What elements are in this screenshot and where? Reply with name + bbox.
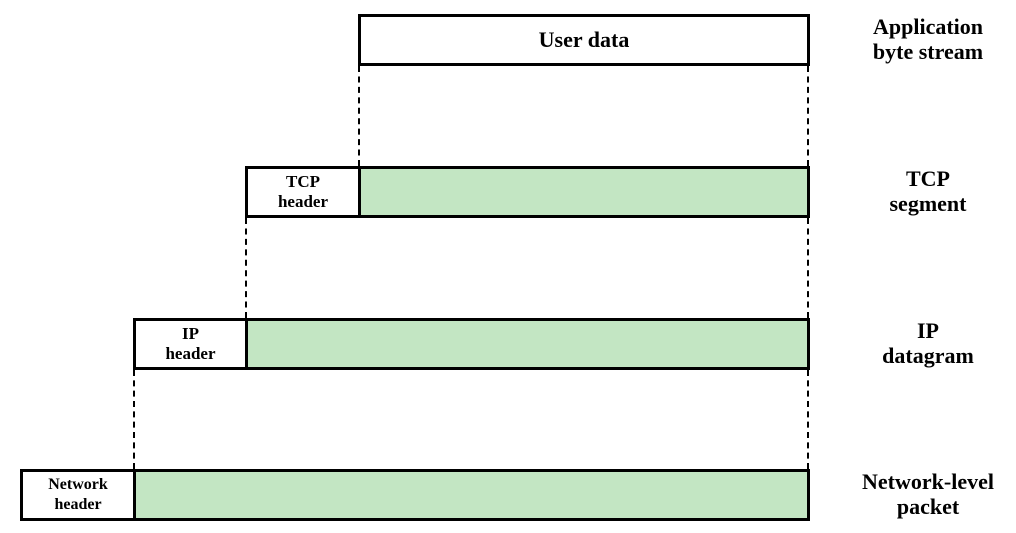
dashed-connector xyxy=(133,370,135,469)
tcp-header-box: TCP header xyxy=(245,166,361,218)
user-data-box: User data xyxy=(358,14,810,66)
network-label-line2: packet xyxy=(896,494,960,519)
dashed-connector xyxy=(807,370,809,469)
dashed-connector xyxy=(807,66,809,166)
ip-label-line1: IP xyxy=(917,318,939,343)
application-label-line2: byte stream xyxy=(872,39,984,64)
tcp-header-line2: header xyxy=(277,192,329,211)
tcp-header-line1: TCP xyxy=(286,172,320,191)
ip-header-line2: header xyxy=(165,344,216,363)
ip-header-line1: IP xyxy=(182,324,199,343)
tcp-label-line2: segment xyxy=(889,191,967,216)
ip-label-line2: datagram xyxy=(882,343,974,368)
network-header-line2: header xyxy=(54,496,102,513)
application-byte-stream-label: Application byte stream xyxy=(840,14,1016,64)
tcp-payload-box xyxy=(358,166,810,218)
ip-header-box: IP header xyxy=(133,318,248,370)
tcp-label-line1: TCP xyxy=(906,166,950,191)
tcp-segment-label: TCP segment xyxy=(840,166,1016,216)
ip-payload-box xyxy=(245,318,810,370)
application-label-line1: Application xyxy=(872,14,984,39)
network-header-box: Network header xyxy=(20,469,136,521)
ip-datagram-label: IP datagram xyxy=(840,318,1016,368)
network-level-packet-label: Network-level packet xyxy=(840,469,1016,519)
user-data-label: User data xyxy=(538,27,630,52)
network-header-line1: Network xyxy=(48,476,108,493)
dashed-connector xyxy=(807,218,809,318)
dashed-connector xyxy=(245,218,247,318)
network-payload-box xyxy=(133,469,810,521)
network-label-line1: Network-level xyxy=(862,469,994,494)
dashed-connector xyxy=(358,66,360,166)
